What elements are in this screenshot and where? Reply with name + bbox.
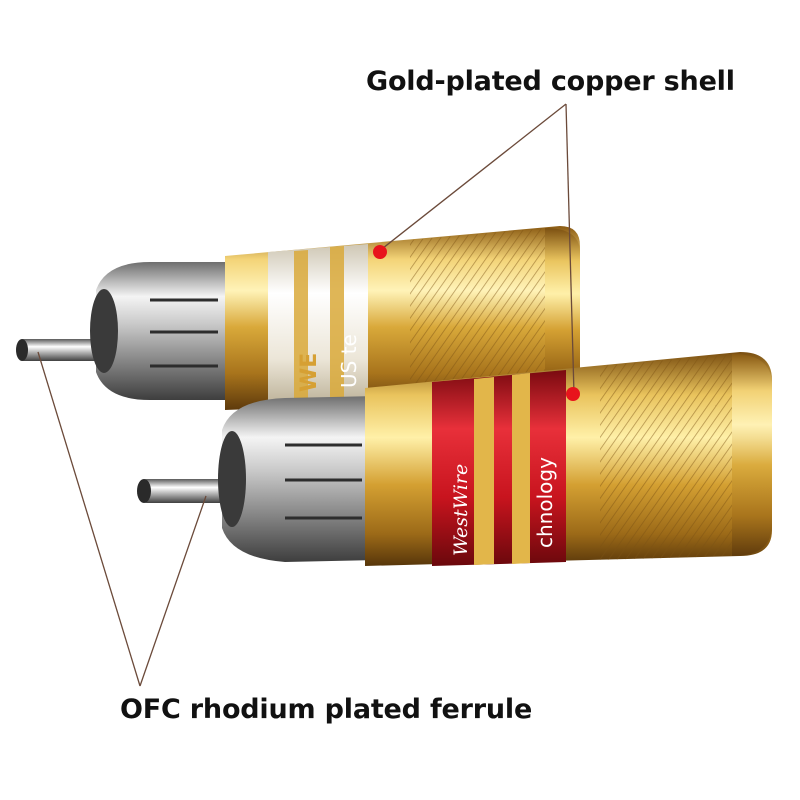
back-ferrule-slits (150, 298, 218, 368)
ferrule-leader-back (37, 351, 141, 687)
front-ferrule-opening (218, 431, 246, 527)
red-band-text-2: chnology (533, 457, 557, 548)
shell-marker-front (566, 387, 580, 401)
leader-lines (37, 103, 575, 687)
back-ferrule-opening (90, 289, 118, 373)
ferrule-callout-label: OFC rhodium plated ferrule (120, 694, 533, 725)
back-pin-tip (16, 339, 28, 361)
white-band-text-2: US te (337, 334, 361, 388)
front-connector (137, 352, 772, 566)
back-shell-end (545, 228, 580, 393)
shell-callout-label: Gold-plated copper shell (366, 66, 735, 97)
white-band-text-1: WE (297, 353, 322, 392)
front-red-band (432, 370, 566, 566)
shell-leader-back (377, 103, 567, 253)
front-ferrule-slits (285, 443, 362, 520)
red-band-text-1: WestWire (450, 464, 472, 556)
ferrule-leader-front (139, 495, 207, 687)
shell-marker-back (373, 245, 387, 259)
front-pin-tip (137, 479, 151, 503)
front-shell-end (732, 354, 772, 556)
back-connector (16, 226, 580, 410)
front-knurl (600, 354, 732, 560)
back-knurl (410, 228, 545, 400)
shell-leader-front (565, 103, 575, 395)
